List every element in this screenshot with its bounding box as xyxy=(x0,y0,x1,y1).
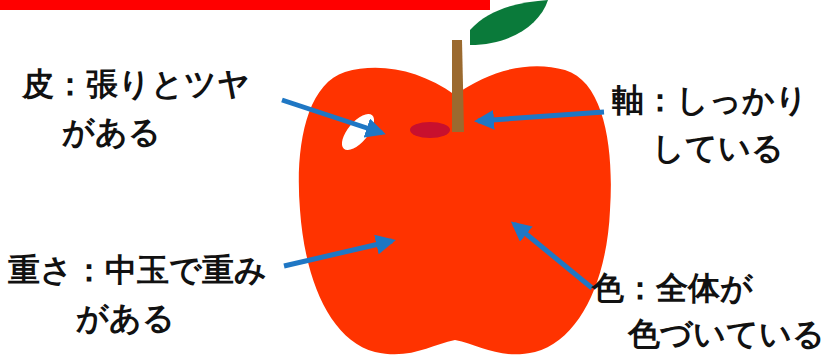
stem-hollow xyxy=(410,122,450,138)
callout-label: がある xyxy=(76,298,175,338)
callout-label: している xyxy=(652,128,784,168)
leader-arrow xyxy=(282,100,382,133)
stem xyxy=(452,40,464,132)
callout-label: 色づいている xyxy=(628,314,825,354)
leader-arrow xyxy=(514,224,592,288)
leader-arrow xyxy=(284,241,392,266)
callout-label: 軸：しっかり xyxy=(612,80,808,120)
callout-label: 皮：張りとツヤ xyxy=(22,64,250,104)
callout-label: 重さ：中玉で重み xyxy=(8,250,267,290)
callout-label: 色：全体が xyxy=(592,268,753,308)
leaf xyxy=(470,0,548,45)
title-underline xyxy=(0,0,490,10)
leader-arrow xyxy=(478,112,604,121)
callout-label: がある xyxy=(62,112,161,152)
